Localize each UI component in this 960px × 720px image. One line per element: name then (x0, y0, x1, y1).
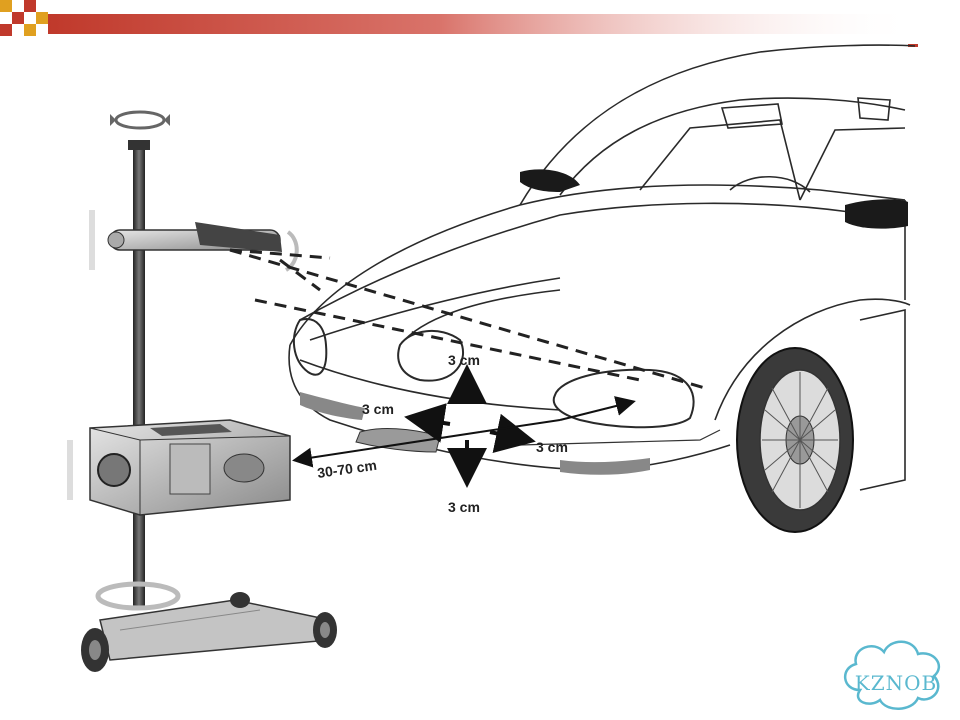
right-offset-label: 3 cm (536, 439, 568, 455)
kznob-logo: KZNOB (844, 640, 941, 710)
front-wheel (736, 347, 854, 533)
measurement-arrows (404, 364, 536, 488)
distance-label: 30-70 cm (316, 457, 378, 481)
car-illustration (288, 44, 916, 491)
hood-offset-label: 3 cm (448, 352, 480, 368)
aiming-stand (67, 110, 337, 672)
watermark-text: KZNOB (855, 671, 937, 695)
distance-arrow (292, 396, 636, 468)
side-mirrors (520, 169, 908, 229)
left-offset-label: 3 cm (362, 401, 394, 417)
slide-header-decoration (0, 0, 918, 47)
beam-lines (229, 248, 706, 390)
down-offset-label: 3 cm (448, 499, 480, 515)
